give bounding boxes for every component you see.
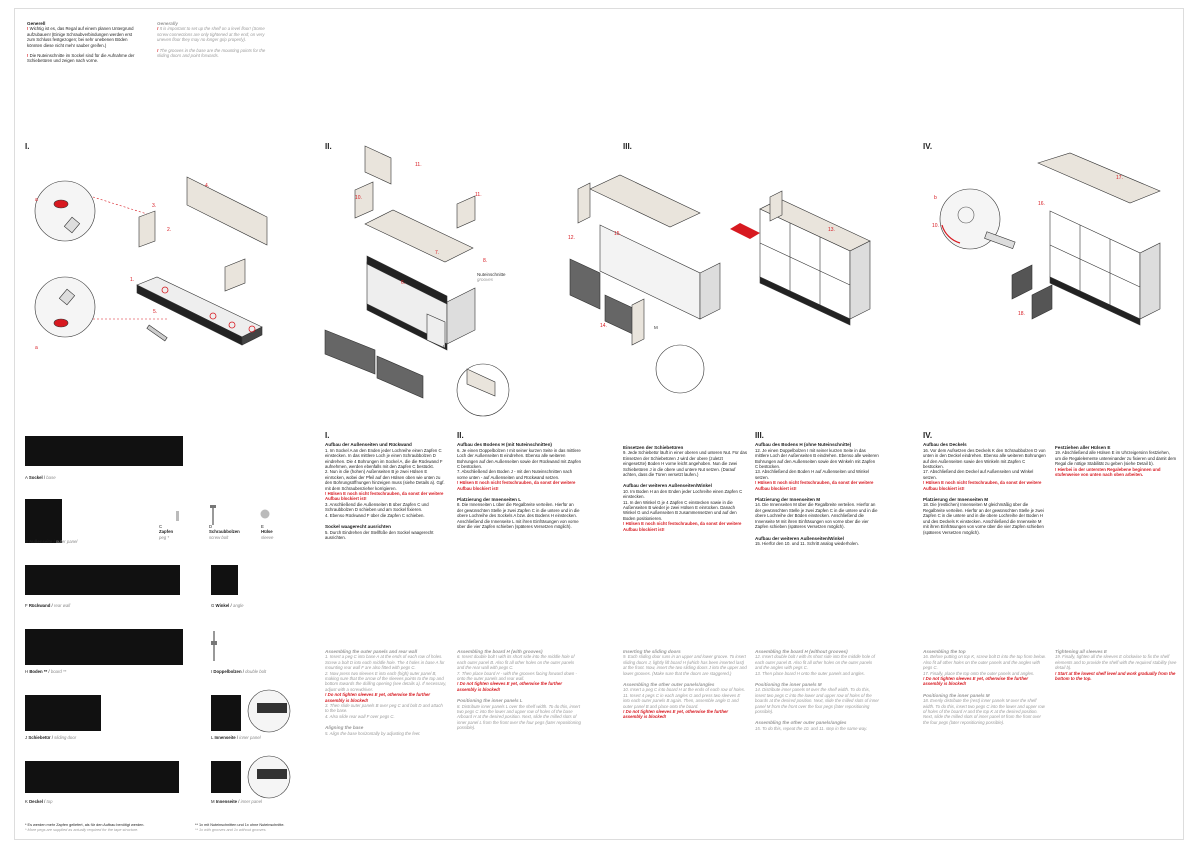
part-L-label: L Innenseite / inner panel [211,735,261,740]
callout-8: 8. [483,258,487,264]
callout-10: 10. [355,195,362,201]
general-title-en: Generally [157,21,178,26]
callout-b: b [934,195,937,201]
part-M-label: M Innenseite / inner panel [211,799,262,804]
callout-2: 2. [167,227,171,233]
footnote-1: * Es werden mehr Zapfen geliefert, als f… [25,823,145,832]
general-note-2-en: The grooves in the base are the mounting… [157,47,266,59]
callout-3: 3. [152,203,156,209]
part-I-label: I Doppelbolzen / double bolt [211,669,267,674]
part-F-label: F Rückwand / rear wall [25,603,71,608]
part-outer-panel-image [25,499,62,543]
callout-12: 12. [568,235,575,241]
callout-1: 1. [130,277,134,283]
part-inner-panel-M-image [211,761,241,793]
inner-panel-L-detail [247,689,291,733]
step-1-label: I. [25,142,30,151]
text-col-6-de: Festziehen aller Hülsen E 19. Abschließe… [1055,445,1177,478]
part-A-label: A Sockel / base [25,475,56,480]
screw-bolt-icon [210,505,216,525]
part-board-image [25,629,183,665]
step-3-label: III. [623,142,632,151]
sleeve-icon [260,509,270,519]
part-top-image [25,761,179,793]
part-sliding-door-image [25,695,101,731]
part-G-label: G Winkel / angle [211,603,244,608]
footnote-2: ** 1x mit Nuteinschnitten und 1x ohne Nu… [195,823,285,832]
callout-18: 18. [1018,311,1025,317]
callout-15: 15. [614,231,621,237]
general-notes-en: Generally ! It is important to set up th… [157,21,275,63]
illustration-step-4: b 10. 17. 16. 18. [932,152,1161,326]
step-2-label: II. [325,142,332,151]
part-J-label: J Schiebetür / sliding door [25,735,77,740]
callout-11: 11. [475,192,482,198]
callout-M: M [654,325,658,330]
part-angle-image [211,565,238,595]
text-col-2-en: Assembling the board H (with grooves) 6.… [457,649,581,731]
general-note-1-en: It is important to set up the shelf on a… [157,26,265,43]
assembly-instructions-sheet: Generell ! Wichtig ist es, das Regal auf… [14,8,1184,840]
part-base-image [25,436,183,466]
callout-a-top: a [35,197,38,203]
peg-icon [176,511,179,521]
part-inner-panel-L-image [211,695,241,731]
illustration-step-1: a a 1. 2. 3. 4. 5. [34,176,268,351]
general-note-1-de: Wichtig ist es, das Regal auf einem plan… [27,26,134,48]
part-B-label: B Außenseite / outer panel [25,539,78,544]
callout-16: 16. [1038,201,1045,207]
double-bolt-icon [211,631,217,661]
illustration-step-2: 11. 10. 11. 7. 6. 8. Nuteinschnitte groo… [324,145,510,417]
part-H-label: H Boden ** / board ** [25,669,67,674]
callout-13: 13. [828,227,835,233]
text-col-4-de: III. Aufbau des Bodens H (ohne Nuteinsch… [755,431,879,546]
text-col-5-en: Assembling the top 16. Before putting on… [923,649,1046,725]
text-col-6-en: Tightening all sleeves E 19. Finally, ti… [1055,649,1177,682]
callout-L: L [443,344,446,349]
text-col-2-de: II. Aufbau des Bodens H (mit Nuteinschni… [457,431,581,530]
text-col-1-en: Assembling the outer panels and rear wal… [325,649,447,736]
text-col-5-de: IV. Aufbau des Deckels 16. Vor dem Aufse… [923,431,1046,535]
callout-a-bottom: a [35,345,38,351]
groove-label-en: grooves [477,277,494,282]
callout-4: 4. [205,183,209,189]
callout-5: 5. [153,309,157,315]
text-col-3-en: Inserting the sliding doors 9. Each slid… [623,649,747,720]
text-col-3-de: Einsetzen der Schiebetüren 9. Jede Schie… [623,445,747,532]
part-rear-wall-image [25,565,180,595]
illustration-step-3: 12. 13. 14. 15. M [568,174,871,394]
callout-17: 17. [1116,175,1123,181]
general-notes-de: Generell ! Wichtig ist es, das Regal auf… [27,21,139,69]
callout-6: 6. [401,280,405,286]
callout-10-detail: 10. [932,223,939,229]
groove-label-de: Nuteinschnitte [477,272,506,277]
inner-panel-M-detail [247,755,291,799]
callout-11-top: 11. [415,162,422,168]
callout-14: 14. [600,323,607,329]
text-col-4-en: Assembling the board H (without grooves)… [755,649,879,731]
step-4-label: IV. [923,142,933,151]
general-note-2-de: Die Nuteinschnitte im Sockel sind für di… [27,53,135,64]
callout-7: 7. [435,250,439,256]
part-K-label: K Deckel / top [25,799,53,804]
general-title-de: Generell [27,21,46,26]
text-col-1-de: I. Aufbau der Außenseiten und Rückwand 1… [325,431,445,540]
